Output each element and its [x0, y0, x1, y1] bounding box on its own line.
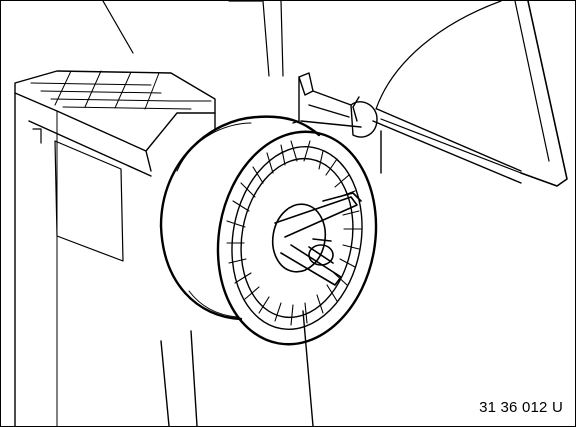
spokes	[226, 140, 362, 326]
shaft	[292, 72, 522, 184]
figure-code: 31 36 012 U	[479, 399, 563, 416]
hub	[271, 192, 362, 286]
machine-housing	[14, 70, 314, 426]
wheel	[159, 115, 378, 346]
hood	[102, 1, 568, 187]
control-panel	[30, 70, 212, 110]
rim-inner	[176, 122, 363, 330]
